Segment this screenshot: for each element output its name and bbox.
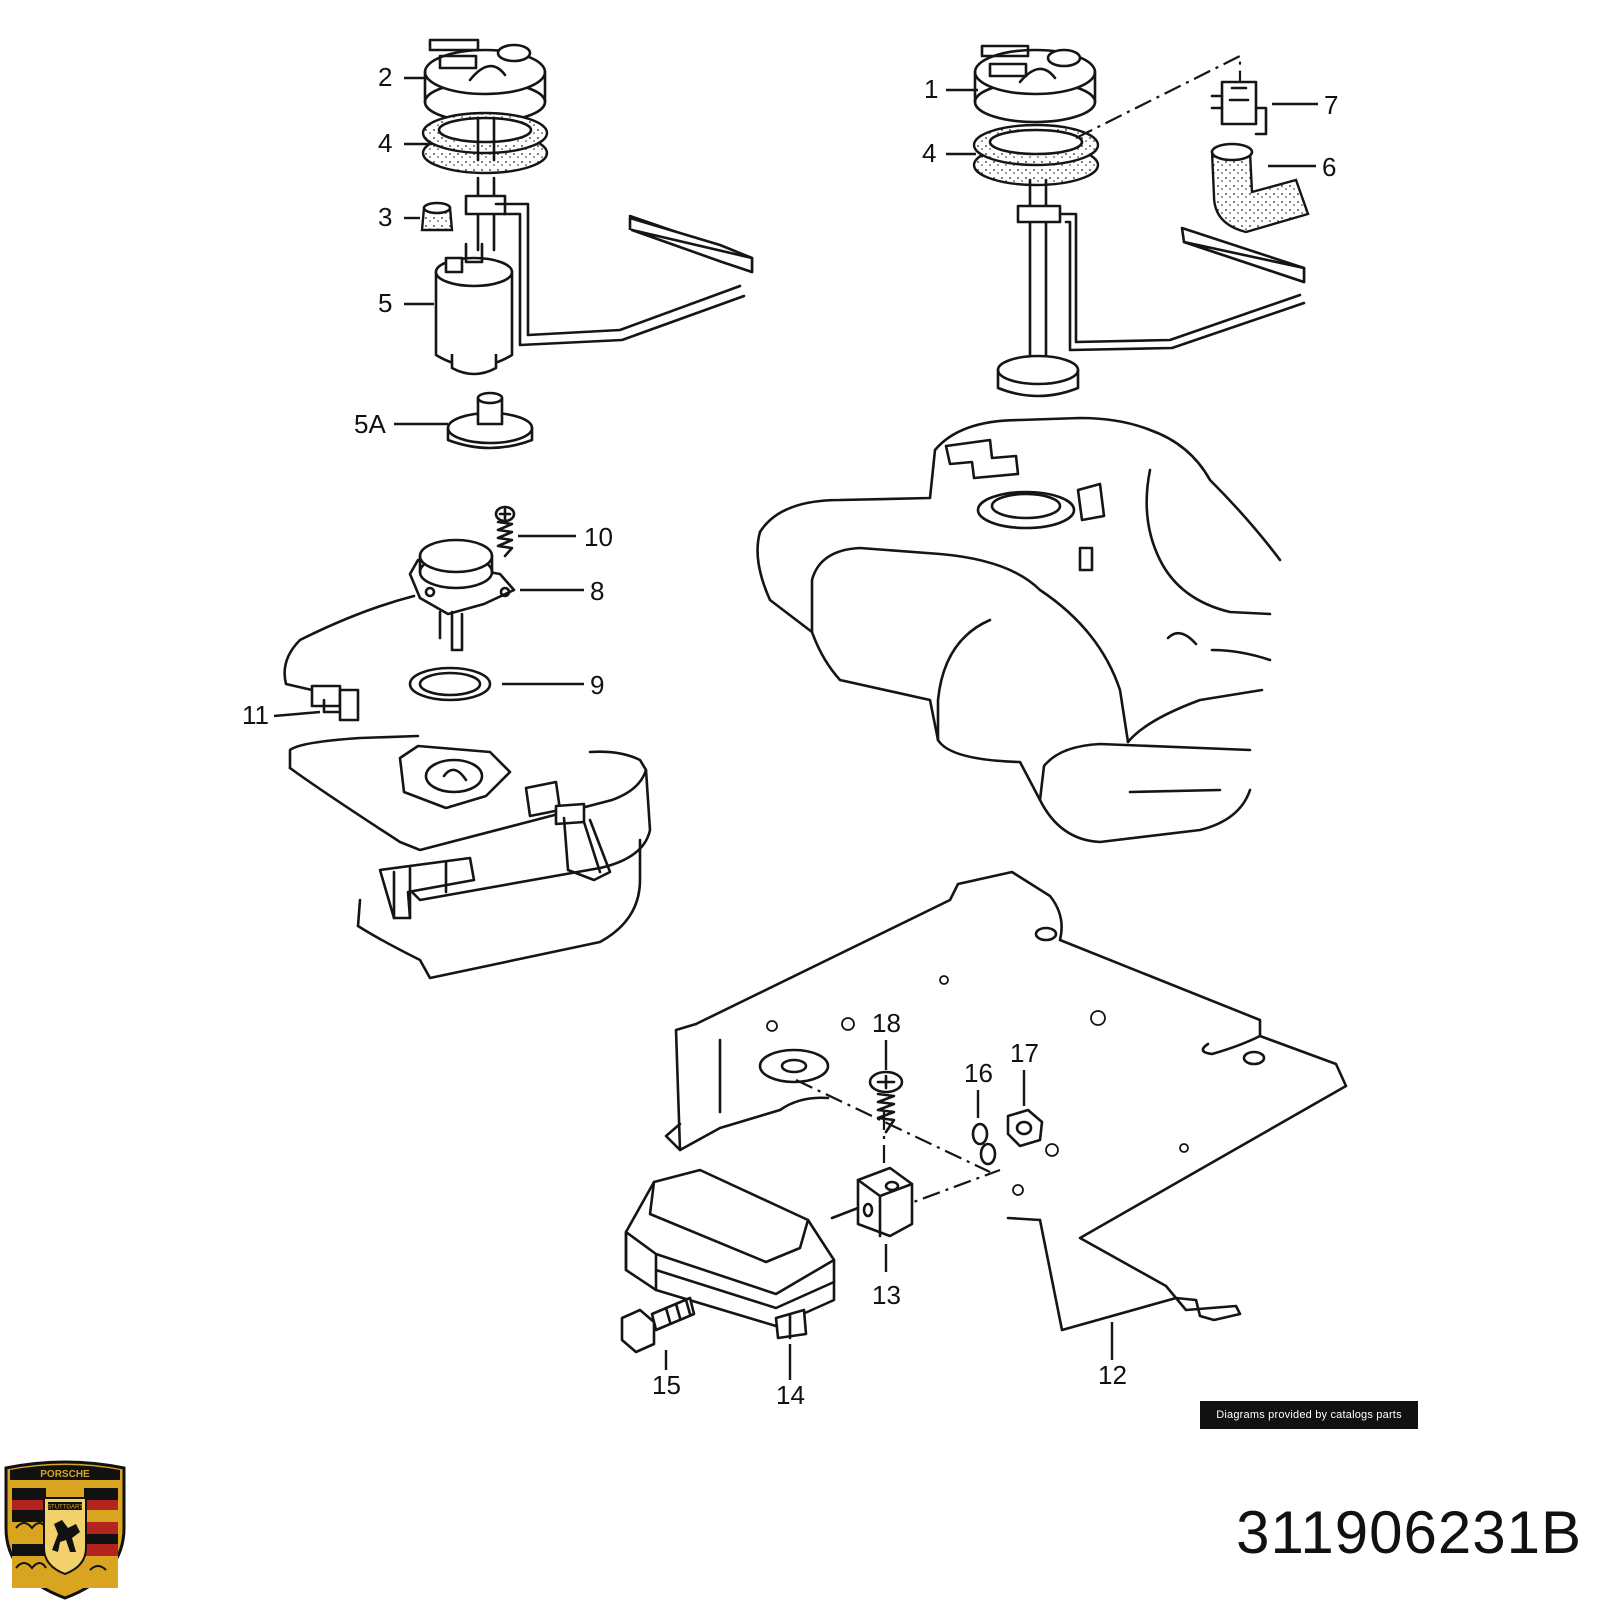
part-18-screw xyxy=(868,1070,904,1134)
callout-13: 13 xyxy=(872,1280,901,1310)
part-13-bracket xyxy=(830,1166,914,1238)
part-8-sender xyxy=(283,538,516,692)
part-6-hose xyxy=(1210,142,1310,234)
callout-17: 17 xyxy=(1010,1038,1039,1068)
part-3-grommet xyxy=(420,201,454,232)
level-sender-cluster xyxy=(283,505,652,980)
leader-lines xyxy=(273,76,1318,1380)
crest-city: STUTTGART xyxy=(47,1505,83,1511)
callout-5: 5 xyxy=(378,288,392,318)
sender-assembly-right xyxy=(972,44,1310,398)
callout-4-left: 4 xyxy=(378,128,392,158)
callout-15: 15 xyxy=(652,1370,681,1400)
part-15-bolt xyxy=(620,1296,696,1354)
part-4-seal-left xyxy=(421,111,549,175)
callout-11: 11 xyxy=(242,700,269,730)
part-14-control-unit xyxy=(624,1168,836,1340)
mounting-plate xyxy=(620,870,1348,1354)
callout-7: 7 xyxy=(1324,90,1338,120)
callout-labels: 2 4 3 5 5A 1 4 7 6 10 8 9 11 18 16 17 13… xyxy=(242,62,1338,1410)
part-4-seal-right xyxy=(972,123,1100,187)
part-17-nut xyxy=(1006,1108,1044,1148)
callout-10: 10 xyxy=(584,522,613,552)
part-2-flange xyxy=(423,38,547,124)
part-5-pump xyxy=(434,242,514,376)
callout-16: 16 xyxy=(964,1058,993,1088)
part-9-gasket xyxy=(408,666,492,702)
part-5a-strainer xyxy=(446,391,534,450)
callout-2: 2 xyxy=(378,62,392,92)
part-16-washer xyxy=(971,1122,997,1166)
callout-1: 1 xyxy=(924,74,938,104)
fuel-tank xyxy=(756,416,1282,844)
porsche-crest-logo: STUTTGART PORSCHE xyxy=(4,1460,126,1600)
callout-18: 18 xyxy=(872,1008,901,1038)
callout-12: 12 xyxy=(1098,1360,1127,1390)
part-10-screw xyxy=(494,505,516,558)
callout-6: 6 xyxy=(1322,152,1336,182)
part-11-connector xyxy=(310,684,360,722)
part-1-flange xyxy=(973,44,1097,124)
pump-assembly-left xyxy=(420,38,754,450)
callout-9: 9 xyxy=(590,670,604,700)
part-number: 311906231B xyxy=(1236,1499,1582,1566)
callout-3: 3 xyxy=(378,202,392,232)
callout-4-right: 4 xyxy=(922,138,936,168)
callout-14: 14 xyxy=(776,1380,805,1410)
credit-banner: Diagrams provided by catalogs parts xyxy=(1200,1401,1418,1429)
part-7-connector xyxy=(1210,80,1268,136)
crest-wordmark: PORSCHE xyxy=(40,1469,90,1480)
callout-5a: 5A xyxy=(354,409,386,439)
callout-8: 8 xyxy=(590,576,604,606)
part-12-plate xyxy=(664,870,1348,1332)
